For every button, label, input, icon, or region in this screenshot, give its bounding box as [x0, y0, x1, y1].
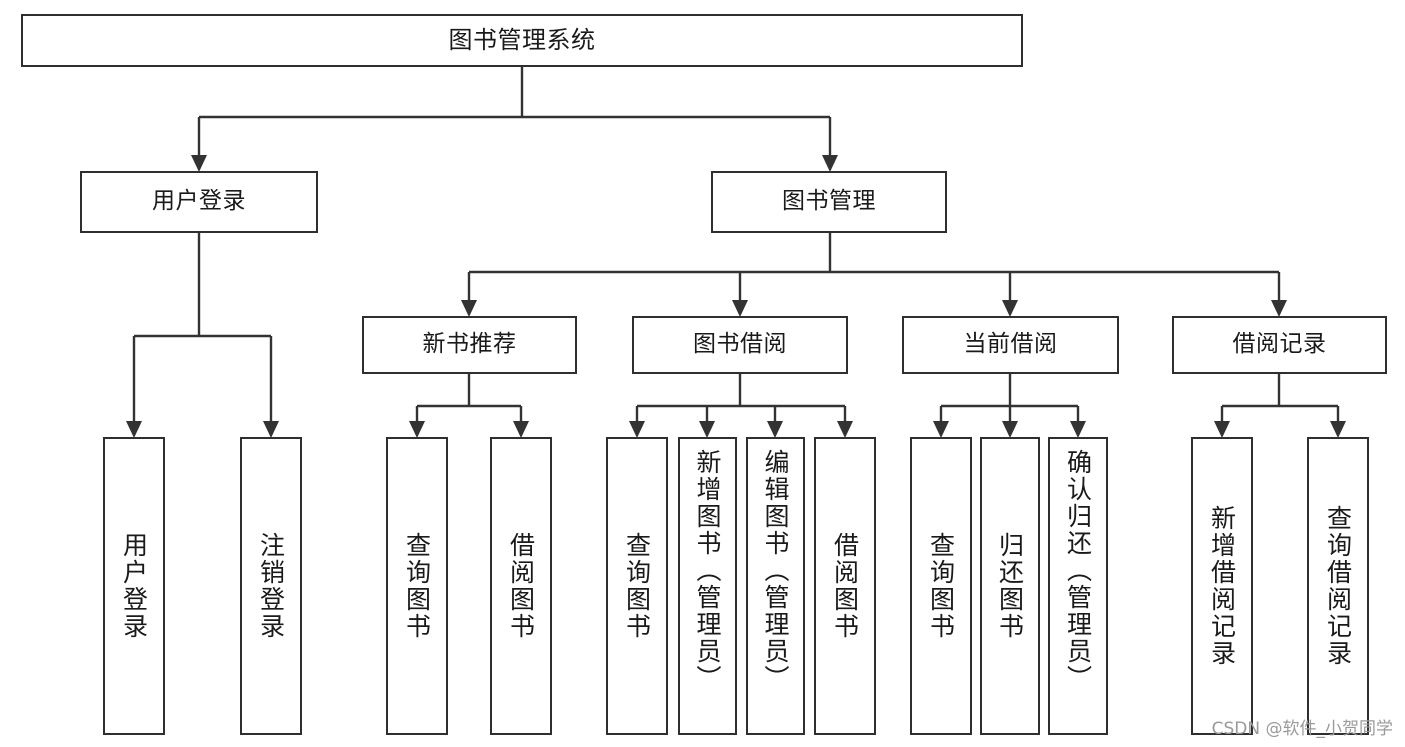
node-leaf-confirm-return-admin[interactable]: 确认归还（管理员） [1048, 437, 1108, 735]
arrow-leaf-confirm-return [1070, 421, 1086, 438]
node-label: 归还图书 [995, 532, 1025, 640]
node-user-login[interactable]: 用户登录 [80, 171, 318, 233]
node-book-borrow[interactable]: 图书借阅 [632, 316, 848, 374]
node-label: 借阅记录 [1232, 331, 1327, 358]
node-label: 查询图书 [926, 532, 956, 640]
arrow-to-book-manage [822, 155, 838, 172]
node-label: 新增借阅记录 [1207, 505, 1237, 667]
arrow-to-book-borrow [732, 300, 748, 317]
arrow-leaf-return-book [1002, 421, 1018, 438]
arrow-leaf-query-book-3 [933, 421, 949, 438]
node-current-borrow[interactable]: 当前借阅 [902, 316, 1119, 374]
arrow-to-current-borrow [1002, 300, 1018, 317]
node-book-manage[interactable]: 图书管理 [711, 171, 947, 233]
node-leaf-user-logout[interactable]: 注销登录 [240, 437, 302, 735]
node-label: 用户登录 [152, 188, 246, 215]
node-leaf-borrow-book-2[interactable]: 借阅图书 [814, 437, 876, 735]
node-leaf-query-book-1[interactable]: 查询图书 [386, 437, 448, 735]
arrow-leaf-add-record [1214, 421, 1230, 438]
node-label: 查询图书 [622, 532, 652, 640]
arrow-leaf-query-book-2 [629, 421, 645, 438]
node-leaf-return-book[interactable]: 归还图书 [980, 437, 1040, 735]
node-label: 新书推荐 [422, 331, 517, 358]
node-label: 确认归还（管理员） [1063, 449, 1093, 692]
node-label: 编辑图书（管理员） [761, 449, 790, 692]
node-leaf-add-borrow-record[interactable]: 新增借阅记录 [1191, 437, 1253, 735]
node-leaf-edit-book-admin[interactable]: 编辑图书（管理员） [746, 437, 805, 735]
node-leaf-user-login[interactable]: 用户登录 [103, 437, 165, 735]
node-leaf-query-borrow-record[interactable]: 查询借阅记录 [1307, 437, 1369, 735]
node-new-book-recommend[interactable]: 新书推荐 [362, 316, 577, 374]
node-label: 图书管理 [782, 188, 876, 215]
arrow-leaf-borrow-book-2 [837, 421, 853, 438]
arrow-leaf-user-login [126, 421, 142, 438]
arrow-leaf-borrow-book-1 [513, 421, 529, 438]
node-label: 查询借阅记录 [1323, 505, 1353, 667]
arrow-leaf-query-record [1330, 421, 1346, 438]
node-label: 图书管理系统 [448, 26, 596, 55]
arrow-to-borrow-record [1271, 300, 1287, 317]
node-label: 用户登录 [119, 532, 149, 640]
node-label: 图书借阅 [693, 331, 787, 358]
node-leaf-query-book-3[interactable]: 查询图书 [910, 437, 972, 735]
node-leaf-add-book-admin[interactable]: 新增图书（管理员） [678, 437, 737, 735]
node-label: 当前借阅 [963, 331, 1058, 358]
arrow-to-user-login [191, 155, 207, 172]
node-label: 注销登录 [256, 532, 286, 640]
arrow-leaf-edit-book [767, 421, 783, 438]
arrow-to-new-book-rec [461, 300, 477, 317]
csdn-watermark: CSDN @软件_小贺同学 [1211, 719, 1393, 739]
arrow-leaf-query-book-1 [409, 421, 425, 438]
node-borrow-record[interactable]: 借阅记录 [1172, 316, 1387, 374]
node-leaf-query-book-2[interactable]: 查询图书 [606, 437, 668, 735]
node-label: 借阅图书 [506, 532, 536, 640]
node-root-book-management-system[interactable]: 图书管理系统 [21, 14, 1023, 67]
node-label: 借阅图书 [830, 532, 860, 640]
node-leaf-borrow-book-1[interactable]: 借阅图书 [490, 437, 552, 735]
node-label: 查询图书 [402, 532, 432, 640]
arrow-leaf-user-logout [263, 421, 279, 438]
arrow-leaf-add-book [699, 421, 715, 438]
node-label: 新增图书（管理员） [693, 449, 722, 692]
